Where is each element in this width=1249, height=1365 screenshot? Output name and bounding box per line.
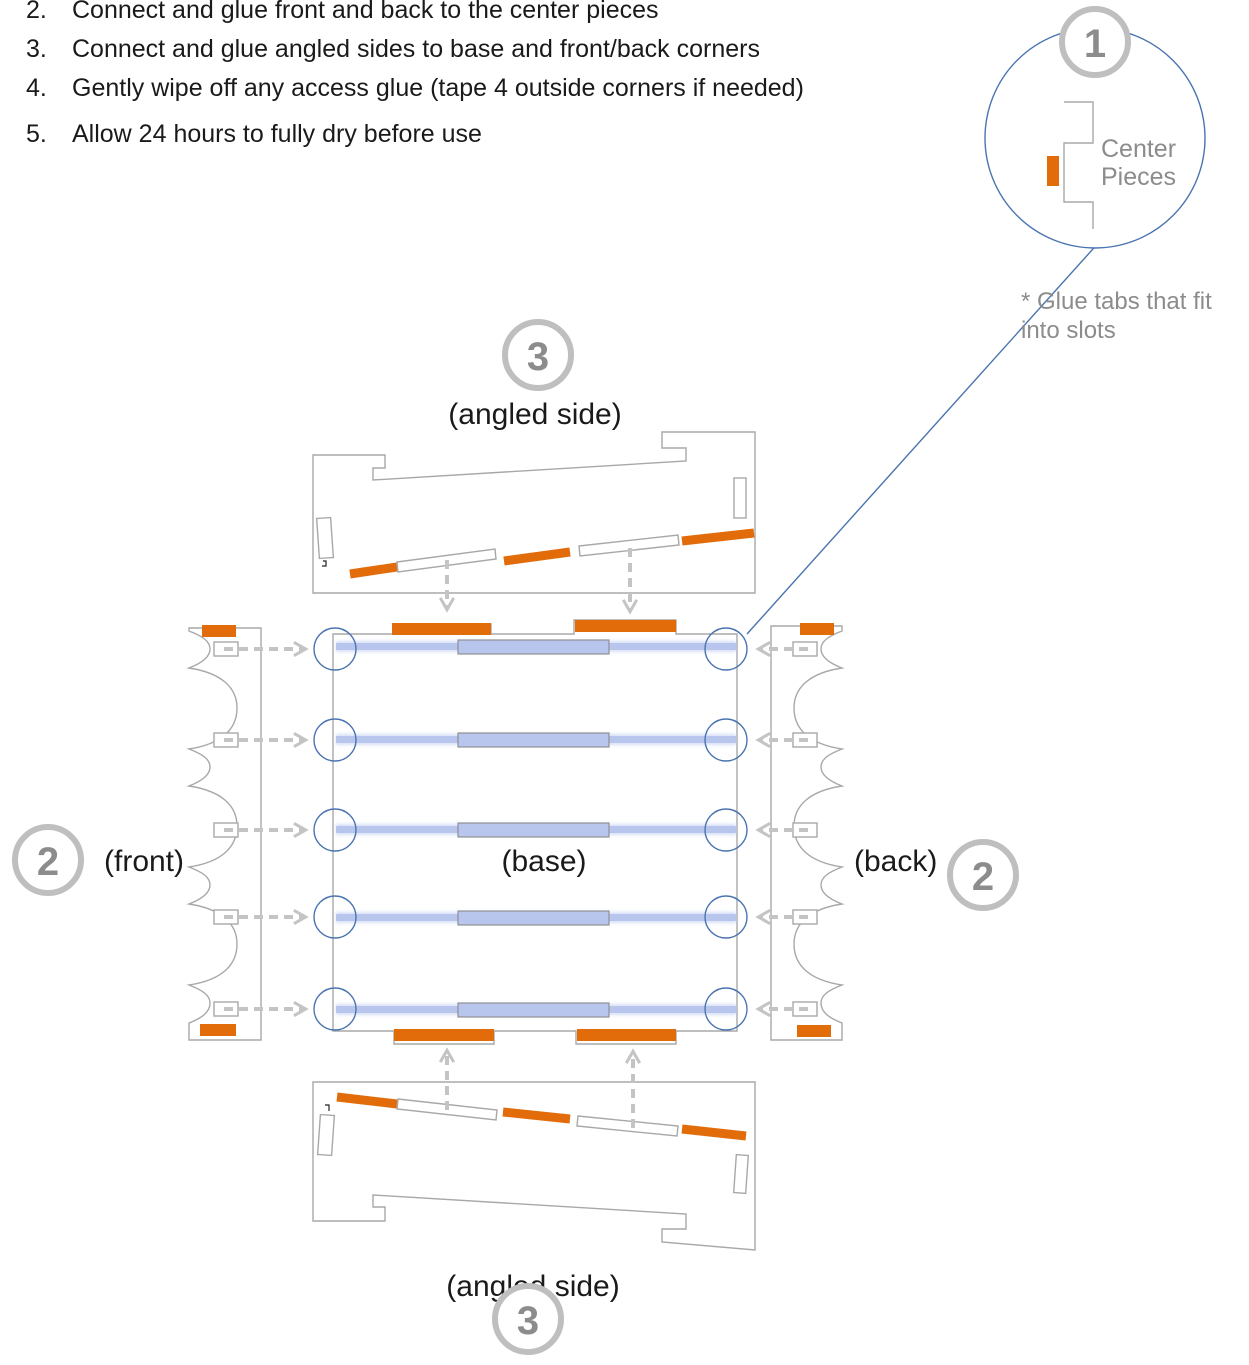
joint-circle	[313, 895, 357, 939]
step-number-1: 1	[1084, 22, 1106, 66]
step-badge-3-bottom: 3	[492, 1283, 564, 1355]
instruction-text: Connect and glue angled sides to base an…	[72, 35, 760, 63]
top-angled-side-label: (angled side)	[448, 398, 621, 431]
detail-glue-tab	[1047, 156, 1059, 186]
base-glue-edge	[575, 620, 676, 632]
instruction-number: 4.	[26, 74, 47, 102]
center-piece	[336, 732, 736, 748]
glue-note-line2: into slots	[1021, 317, 1116, 344]
front-label: (front)	[104, 845, 184, 878]
step-badge-2-front: 2	[12, 824, 84, 896]
detail-slot-outline	[1063, 101, 1094, 229]
joint-circle	[313, 718, 357, 762]
bottom-angled-side-piece	[312, 1081, 756, 1251]
step-number-3: 3	[517, 1299, 539, 1343]
center-pieces	[336, 639, 736, 1018]
joint-circle	[704, 627, 748, 671]
front-comb-piece	[186, 625, 262, 1041]
center-piece	[336, 1002, 736, 1018]
base-label: (base)	[501, 845, 586, 878]
step-number-2: 2	[37, 840, 59, 884]
base-glue-edge	[577, 1029, 676, 1041]
instruction-number: 3.	[26, 35, 47, 63]
joint-circles	[313, 627, 748, 1031]
assembly-arrows	[224, 548, 808, 1128]
instruction-text: Gently wipe off any access glue (tape 4 …	[72, 74, 804, 102]
center-piece	[336, 639, 736, 655]
instruction-number: 5.	[26, 120, 47, 148]
instruction-list: 2. Connect and glue front and back to th…	[26, 0, 804, 148]
base-glue-edge	[394, 1029, 494, 1041]
step-number-2: 2	[972, 855, 994, 899]
step-badge-1	[1059, 6, 1131, 78]
joint-circle	[313, 987, 357, 1031]
instruction-text: Connect and glue front and back to the c…	[72, 0, 659, 24]
back-comb-piece	[770, 623, 845, 1041]
step-badge-3-top: 3	[502, 319, 574, 391]
detail-label-line1: Center	[1101, 135, 1176, 163]
step-badge-2-back: 2	[947, 839, 1019, 911]
base-glue-edge	[392, 623, 491, 635]
detail-callout: Center Pieces 1 * Glue tabs that fit int…	[746, 6, 1212, 635]
glue-note-line1: * Glue tabs that fit	[1021, 288, 1212, 315]
step-number-3: 3	[527, 335, 549, 379]
joint-circle	[704, 987, 748, 1031]
center-piece	[336, 822, 736, 838]
detail-label-line2: Pieces	[1101, 163, 1176, 191]
instruction-text: Allow 24 hours to fully dry before use	[72, 120, 482, 148]
joint-circle	[313, 627, 357, 671]
joint-circle	[704, 808, 748, 852]
joint-circle	[313, 808, 357, 852]
joint-circle	[704, 718, 748, 762]
top-angled-side-piece	[312, 431, 756, 594]
back-label: (back)	[854, 845, 937, 878]
center-piece	[336, 910, 736, 926]
joint-circle	[704, 895, 748, 939]
instruction-number: 2.	[26, 0, 47, 24]
callout-leader-line	[746, 239, 1102, 635]
